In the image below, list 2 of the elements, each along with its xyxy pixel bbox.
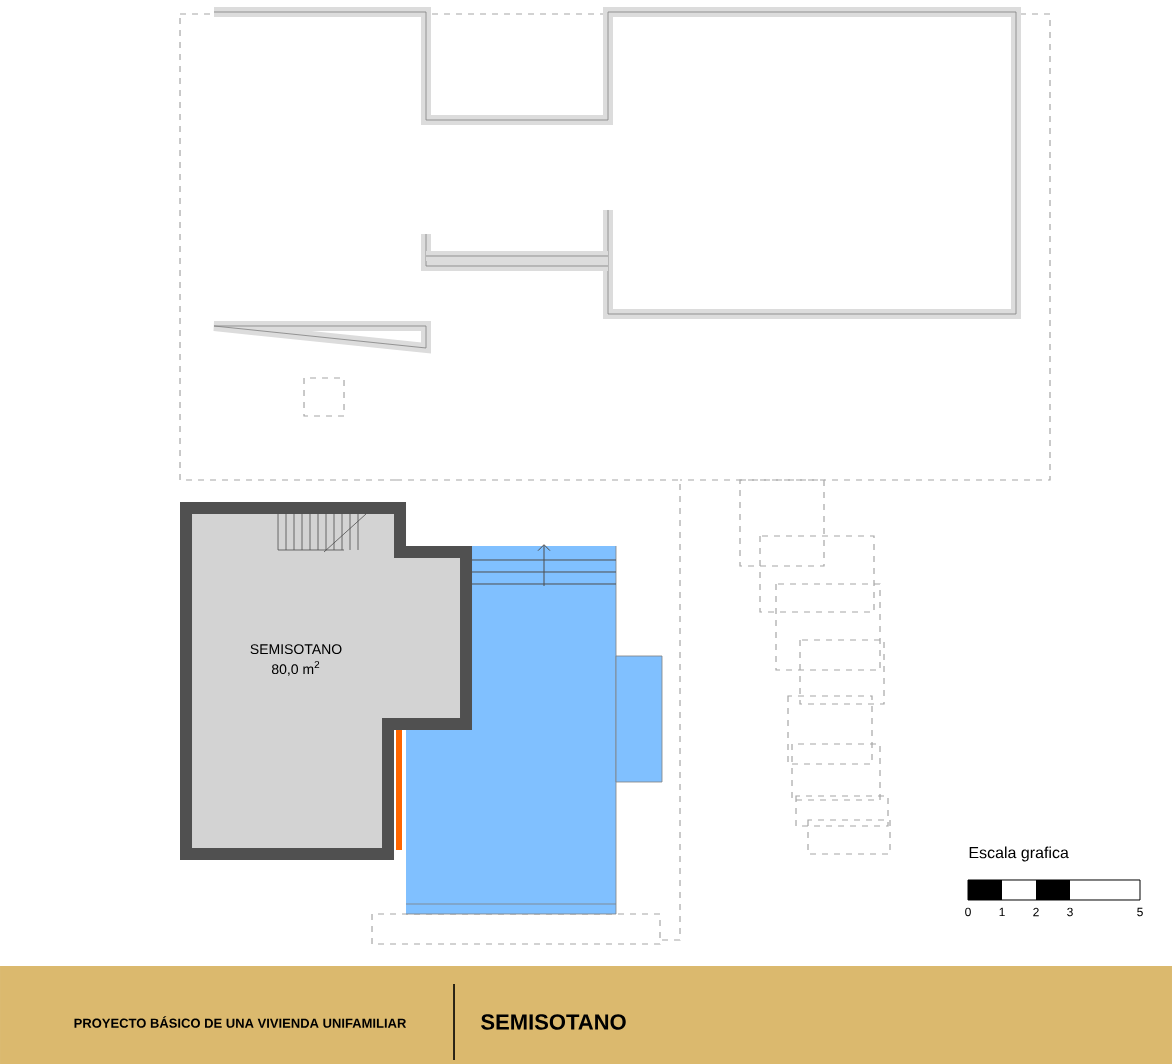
scale-title: Escala grafica xyxy=(969,846,1069,862)
sheet-title: SEMISOTANO xyxy=(481,1014,626,1030)
